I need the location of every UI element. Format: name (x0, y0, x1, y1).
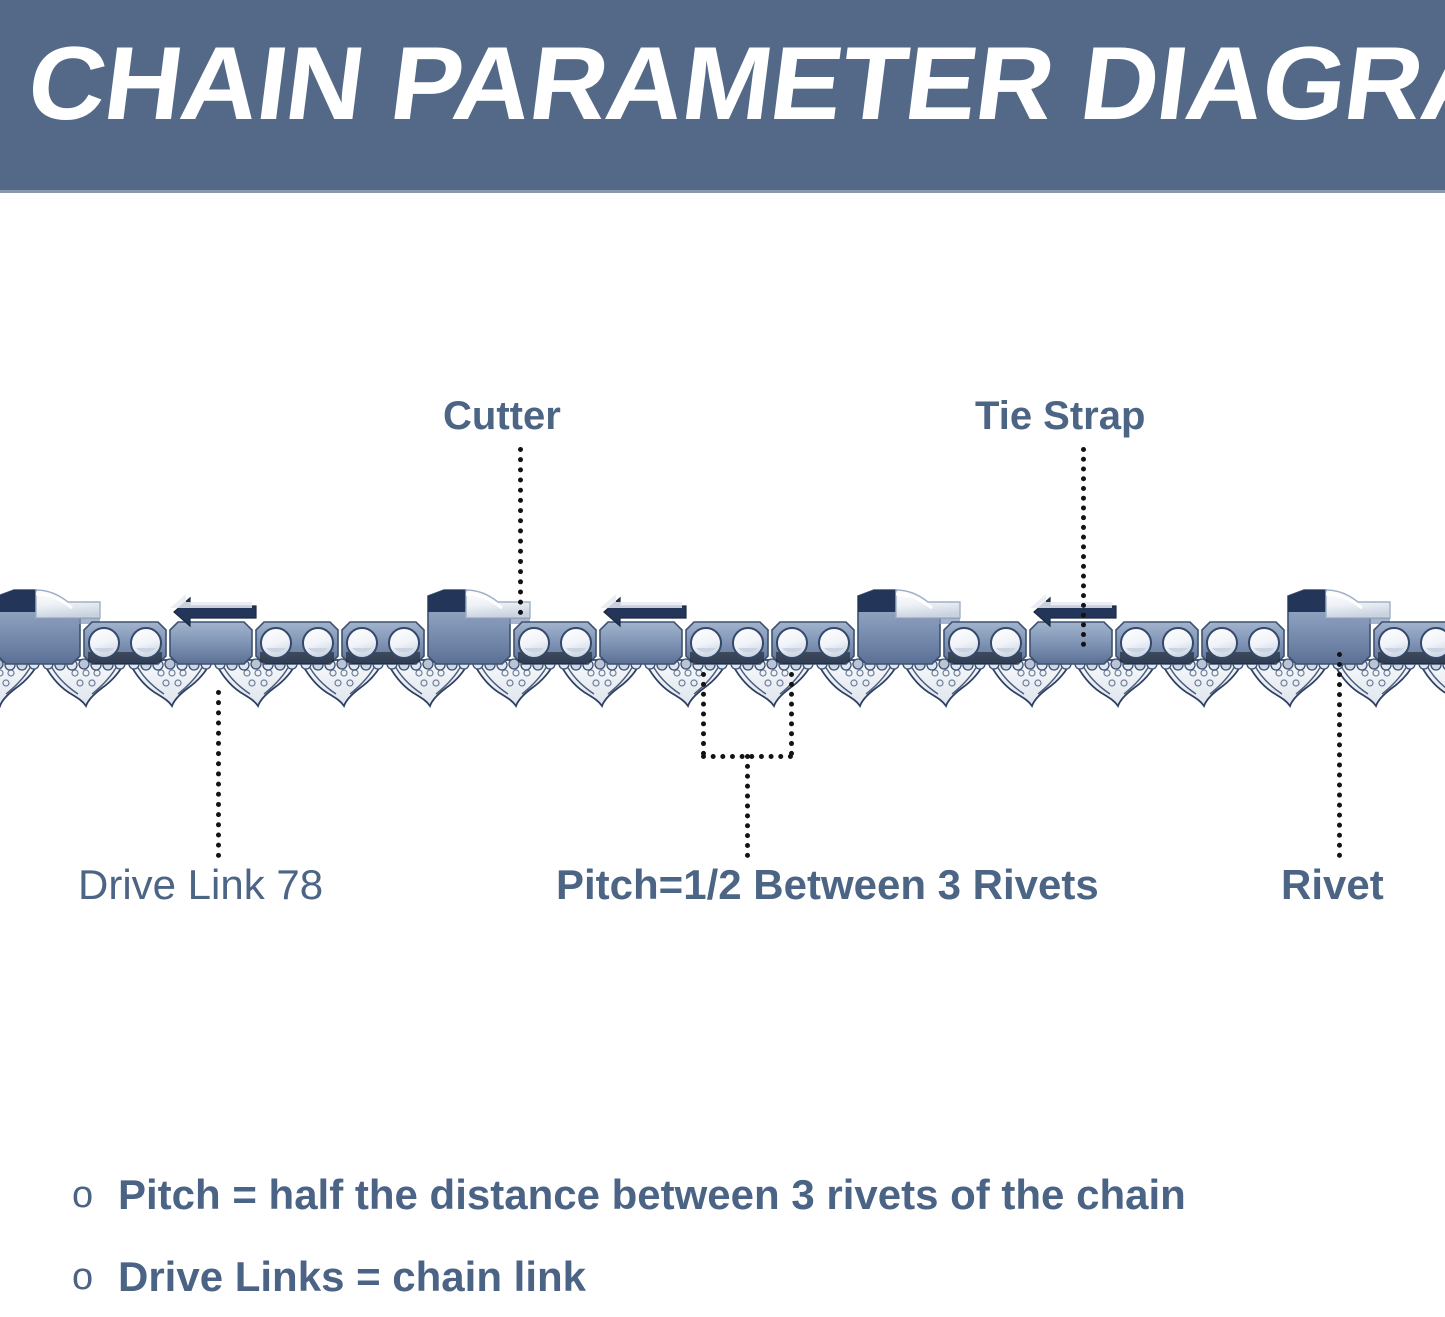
callout-label-cutter: Cutter (443, 394, 561, 438)
pitch-bracket-right (789, 672, 794, 756)
note-text: Drive Links = chain link (118, 1253, 587, 1300)
tie-strap-link (1115, 621, 1199, 665)
leader-line-cutter (518, 447, 523, 615)
pitch-bracket-stem (745, 754, 750, 858)
callout-label-tie-strap: Tie Strap (975, 394, 1146, 438)
tie-strap-link (83, 621, 167, 665)
leader-line-tie-strap (1081, 447, 1086, 647)
note-item: o Pitch = half the distance between 3 ri… (72, 1168, 1382, 1222)
tie-strap-link (1201, 621, 1285, 665)
tie-strap-link (255, 621, 339, 665)
tie-strap-link (943, 621, 1027, 665)
tie-strap-link (1373, 621, 1445, 665)
tie-strap-link (341, 621, 425, 665)
note-text: Pitch = half the distance between 3 rive… (118, 1171, 1186, 1218)
tie-strap-link (513, 621, 597, 665)
bullet-glyph: o (72, 1174, 94, 1216)
depth-gauge-link (599, 593, 687, 665)
notes-list: o Pitch = half the distance between 3 ri… (72, 1168, 1382, 1317)
header-banner: CHAIN PARAMETER DIAGRAM (0, 0, 1445, 193)
tie-strap-link (685, 621, 769, 665)
callout-label-pitch: Pitch=1/2 Between 3 Rivets (556, 861, 1099, 908)
depth-gauge-link (1029, 593, 1117, 665)
leader-line-drive-link (216, 690, 221, 858)
bullet-glyph: o (72, 1256, 94, 1298)
depth-gauge-link (169, 593, 257, 665)
chain-segments (0, 588, 1445, 707)
leader-line-rivet (1337, 652, 1342, 858)
tie-strap-link (771, 621, 855, 665)
note-item: o Drive Links = chain link (72, 1250, 1382, 1304)
pitch-bracket-left (701, 672, 706, 756)
callout-label-rivet: Rivet (1281, 861, 1384, 908)
callout-label-drive-link: Drive Link 78 (78, 861, 324, 908)
page-title: CHAIN PARAMETER DIAGRAM (21, 26, 1445, 142)
